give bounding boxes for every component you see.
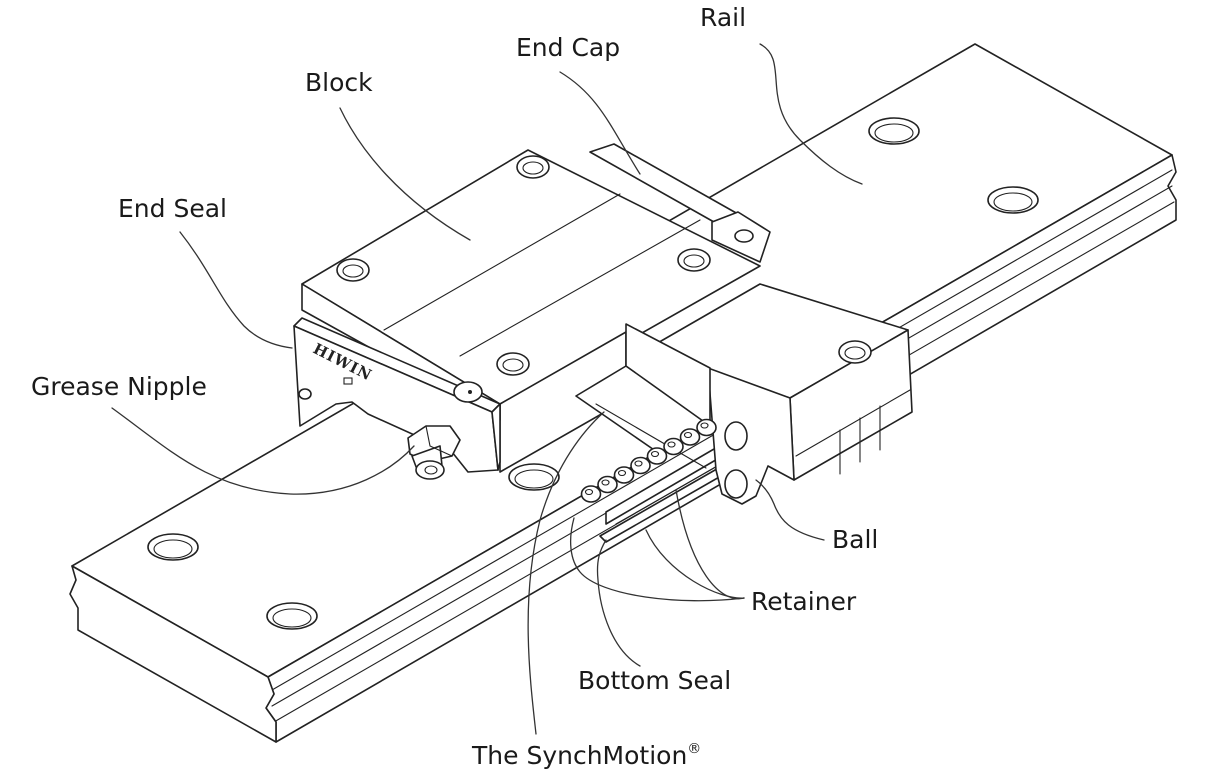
label-bottom-seal: Bottom Seal [578, 666, 731, 695]
label-ball: Ball [832, 525, 878, 554]
label-retainer: Retainer [751, 587, 857, 616]
nipple-hex-edge [425, 425, 453, 457]
block-hole [838, 340, 872, 364]
block-hole-thread [844, 346, 866, 360]
rail-holes [147, 117, 1039, 630]
leader-retainer-a [645, 529, 745, 599]
rail-hole [266, 602, 318, 630]
block [301, 143, 913, 505]
cutaway-edge [595, 403, 707, 469]
ball-highlight [650, 450, 660, 458]
labels: Rail End Cap Block End Seal Grease Nippl… [31, 3, 878, 770]
ball-highlight [700, 422, 709, 429]
seal-screw [298, 388, 312, 400]
grease-nipple [407, 425, 461, 480]
leader-lines [111, 43, 863, 735]
label-synchmotion: The SynchMotion® [471, 741, 701, 770]
nipple-tip-inner [424, 465, 438, 475]
rail-hole [147, 533, 199, 561]
label-rail: Rail [700, 3, 746, 32]
retainer-edge [615, 459, 729, 525]
label-grease-nipple: Grease Nipple [31, 372, 207, 401]
rail-hole [987, 186, 1039, 214]
ball-highlight [683, 431, 693, 439]
seal-screw-dot [468, 390, 472, 394]
rail-hole-inner [153, 539, 193, 559]
leader-retainer-b [675, 489, 745, 600]
leader-end-seal [179, 231, 293, 349]
leader-synchmotion [527, 411, 605, 735]
ball-highlight [584, 488, 594, 496]
nipple-tip [415, 460, 445, 480]
block-hole-thread [522, 161, 544, 175]
block-right-stripe [795, 389, 911, 457]
label-end-seal: End Seal [118, 194, 227, 223]
leader-end-cap [559, 71, 641, 175]
label-end-cap: End Cap [516, 33, 620, 62]
block-side-hole [724, 421, 748, 451]
block-hole [677, 248, 711, 272]
block-mounting-holes [336, 155, 872, 376]
ball-highlight [617, 469, 627, 477]
block-groove [383, 193, 621, 331]
rail-hole-inner [874, 123, 914, 143]
ball-highlight [634, 460, 643, 467]
ball-highlight [601, 479, 610, 486]
leader-rail [759, 43, 863, 185]
leader-ball [755, 479, 825, 541]
block-hole [336, 258, 370, 282]
end-cap-hole [734, 229, 754, 243]
rail-hole-inner [272, 608, 312, 628]
rail-hole-inner [993, 192, 1033, 212]
balls [580, 418, 717, 503]
block-groove [459, 219, 701, 357]
block-hole [516, 155, 550, 179]
leader-bottom-seal [596, 539, 641, 667]
leader-block [339, 107, 471, 241]
rail-hole [868, 117, 920, 145]
block-end-right [707, 367, 795, 505]
block-side-hole [724, 469, 748, 499]
ball-highlight [667, 441, 676, 448]
rail-hole [508, 463, 560, 491]
leader-retainer-c [569, 517, 745, 602]
label-block: Block [305, 68, 373, 97]
leader-grease-nipple [111, 407, 415, 495]
rail-hole-inner [514, 469, 554, 489]
seal-small-mark [343, 377, 353, 385]
label-synchmotion-mark: ® [687, 741, 701, 757]
label-synchmotion-text: The SynchMotion [471, 741, 687, 770]
block-hole-thread [502, 358, 524, 372]
block-hole-thread [342, 264, 364, 278]
end-seal-side [491, 403, 501, 471]
block-hole-thread [683, 254, 705, 268]
block-hole [496, 352, 530, 376]
rail-end-face [69, 565, 277, 743]
